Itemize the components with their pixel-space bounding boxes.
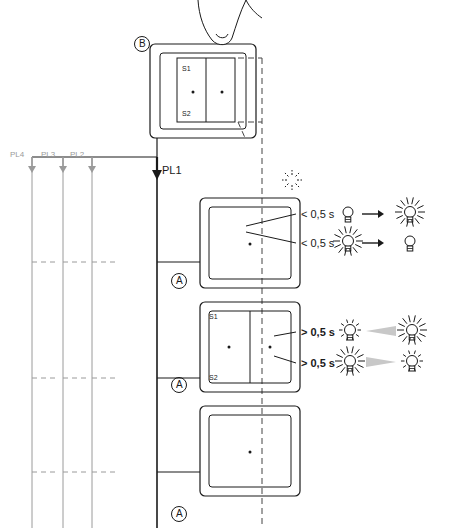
lamp-icon (343, 207, 353, 222)
switch-key-name: S1 (182, 65, 191, 72)
line-name: PL3 (41, 151, 55, 159)
switch-rocker (177, 58, 235, 122)
press-time: > 0,5 s (301, 358, 335, 369)
callout-letter: A (176, 380, 183, 390)
press-time: > 0,5 s (301, 327, 335, 338)
line-name: PL2 (70, 151, 84, 159)
press-time: < 0,5 s (301, 209, 334, 220)
rocker-split (206, 58, 207, 122)
lamp-icon (395, 197, 425, 226)
fingernail (216, 34, 228, 38)
switch-key-name: S1 (209, 313, 218, 320)
lamp-icon (339, 320, 361, 341)
hand (246, 0, 262, 18)
lamp-icon (335, 346, 365, 375)
line-name: PL1 (162, 165, 182, 176)
callout-letter: A (176, 276, 183, 286)
switch-key-name: S2 (209, 374, 218, 381)
press-time: < 0,5 s (301, 238, 334, 249)
switch-key-name: S2 (182, 110, 191, 117)
lamp-icon (401, 351, 423, 372)
callout-letter: B (139, 39, 146, 49)
lamp-icon (333, 226, 363, 255)
lamp-icon (397, 315, 427, 344)
switch-frame-inner (160, 53, 246, 129)
finger (198, 0, 246, 45)
callout-letter: A (176, 509, 183, 519)
line-name: PL4 (10, 151, 24, 159)
lamp-icon (405, 236, 415, 251)
